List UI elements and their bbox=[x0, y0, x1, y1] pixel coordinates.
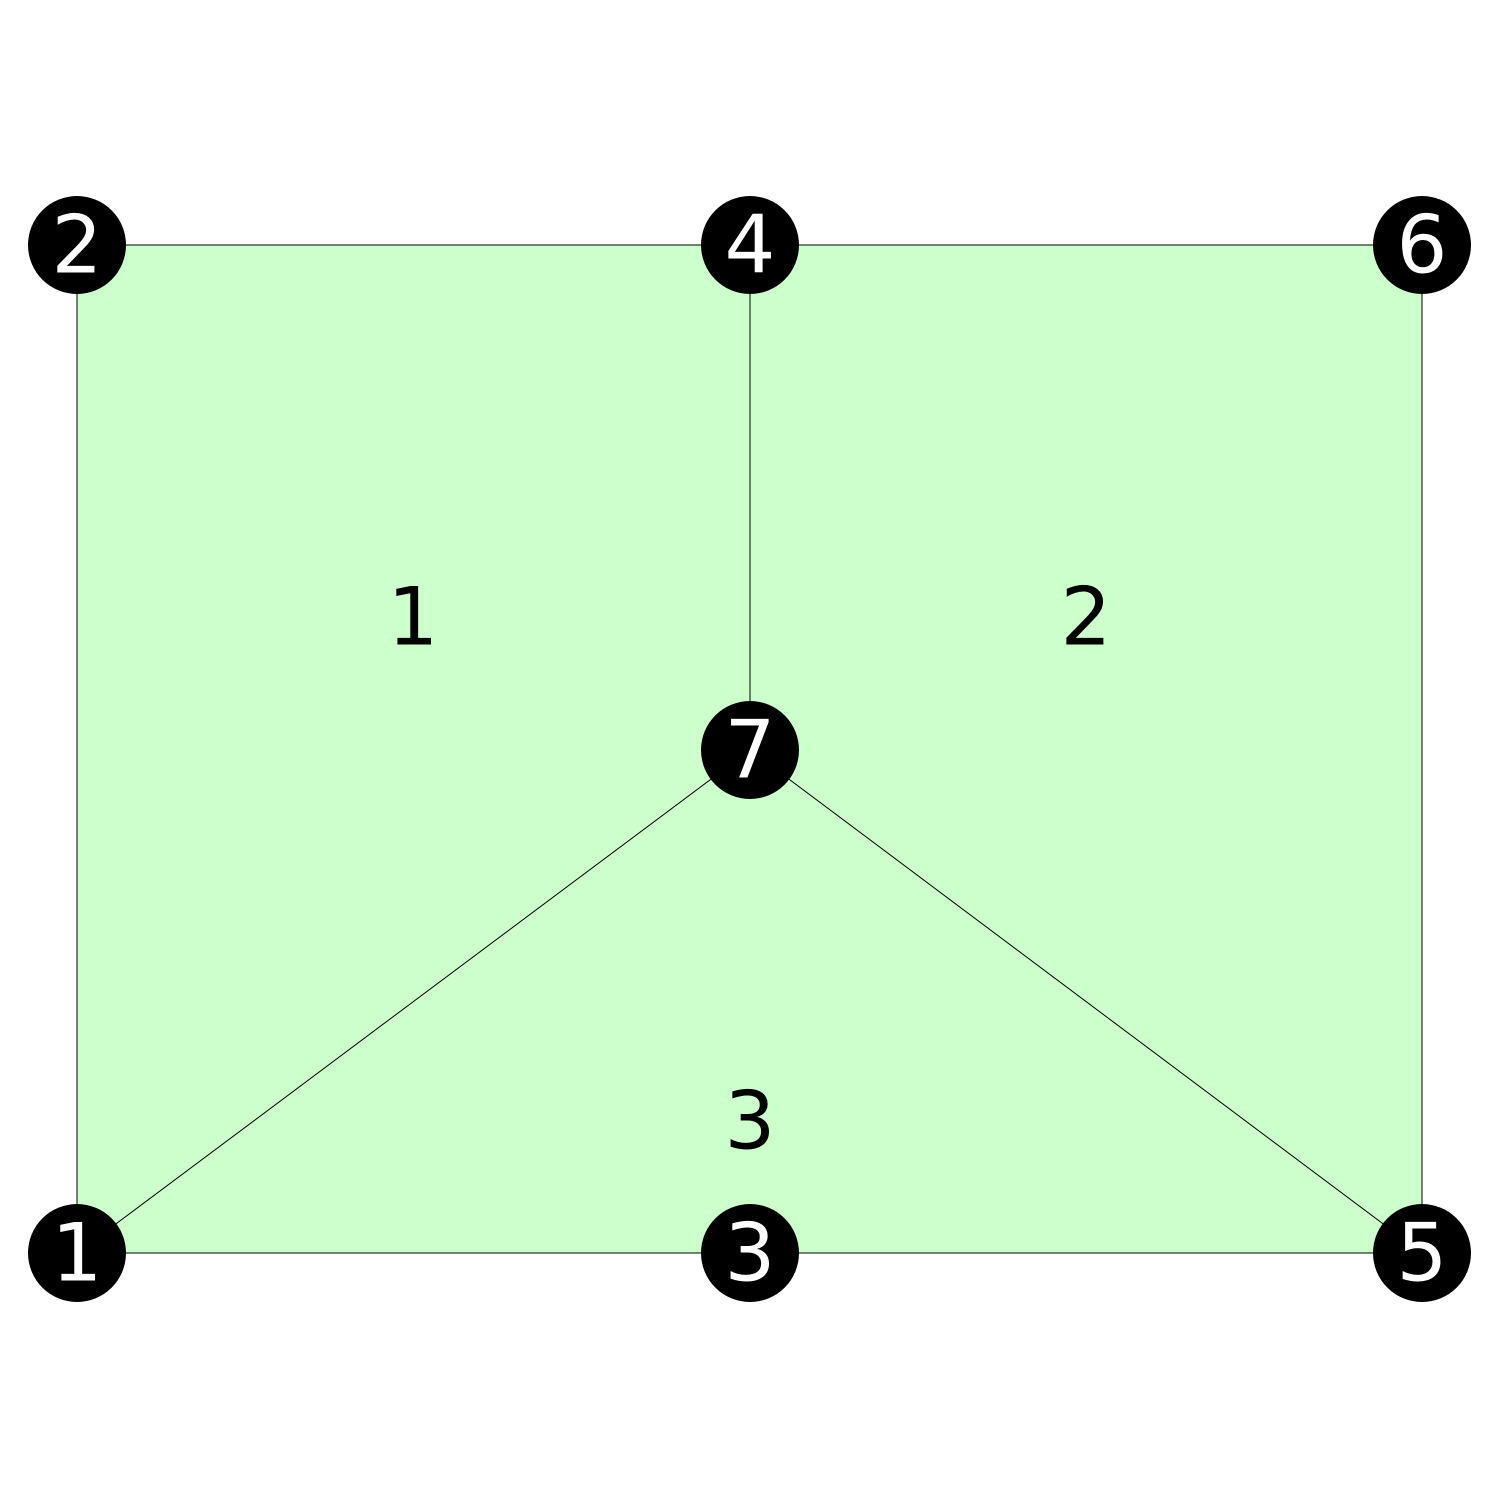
faces-layer bbox=[77, 245, 1422, 1253]
node-4: 4 bbox=[701, 196, 799, 294]
node-circle-4 bbox=[701, 196, 799, 294]
nodes-layer: 1 2 3 4 5 6 7 bbox=[28, 196, 1471, 1302]
edge-7-1 bbox=[76, 749, 751, 1254]
node-circle-5 bbox=[1373, 1204, 1471, 1302]
face-2 bbox=[750, 245, 1422, 1253]
node-circle-6 bbox=[1373, 196, 1471, 294]
node-3: 3 bbox=[701, 1204, 799, 1302]
node-label-1: 1 bbox=[52, 1207, 103, 1300]
node-label-4: 4 bbox=[725, 199, 776, 292]
face-label-1: 1 bbox=[388, 571, 439, 664]
face-label-3: 3 bbox=[725, 1075, 776, 1168]
node-label-5: 5 bbox=[1397, 1207, 1448, 1300]
node-6: 6 bbox=[1373, 196, 1471, 294]
node-label-6: 6 bbox=[1397, 199, 1448, 292]
node-label-2: 2 bbox=[52, 199, 103, 292]
face-label-2: 2 bbox=[1061, 571, 1112, 664]
node-circle-7 bbox=[701, 701, 799, 799]
node-circle-1 bbox=[28, 1204, 126, 1302]
node-label-7: 7 bbox=[725, 704, 776, 797]
node-7: 7 bbox=[701, 701, 799, 799]
node-5: 5 bbox=[1373, 1204, 1471, 1302]
node-circle-3 bbox=[701, 1204, 799, 1302]
face-1 bbox=[77, 245, 750, 1253]
node-1: 1 bbox=[28, 1204, 126, 1302]
face-labels-layer: 1 2 3 bbox=[388, 571, 1112, 1168]
node-label-3: 3 bbox=[725, 1207, 776, 1300]
face-3 bbox=[77, 750, 1422, 1253]
node-circle-2 bbox=[28, 196, 126, 294]
node-2: 2 bbox=[28, 196, 126, 294]
edge-7-5 bbox=[749, 749, 1423, 1254]
edges-layer bbox=[76, 244, 1423, 1254]
